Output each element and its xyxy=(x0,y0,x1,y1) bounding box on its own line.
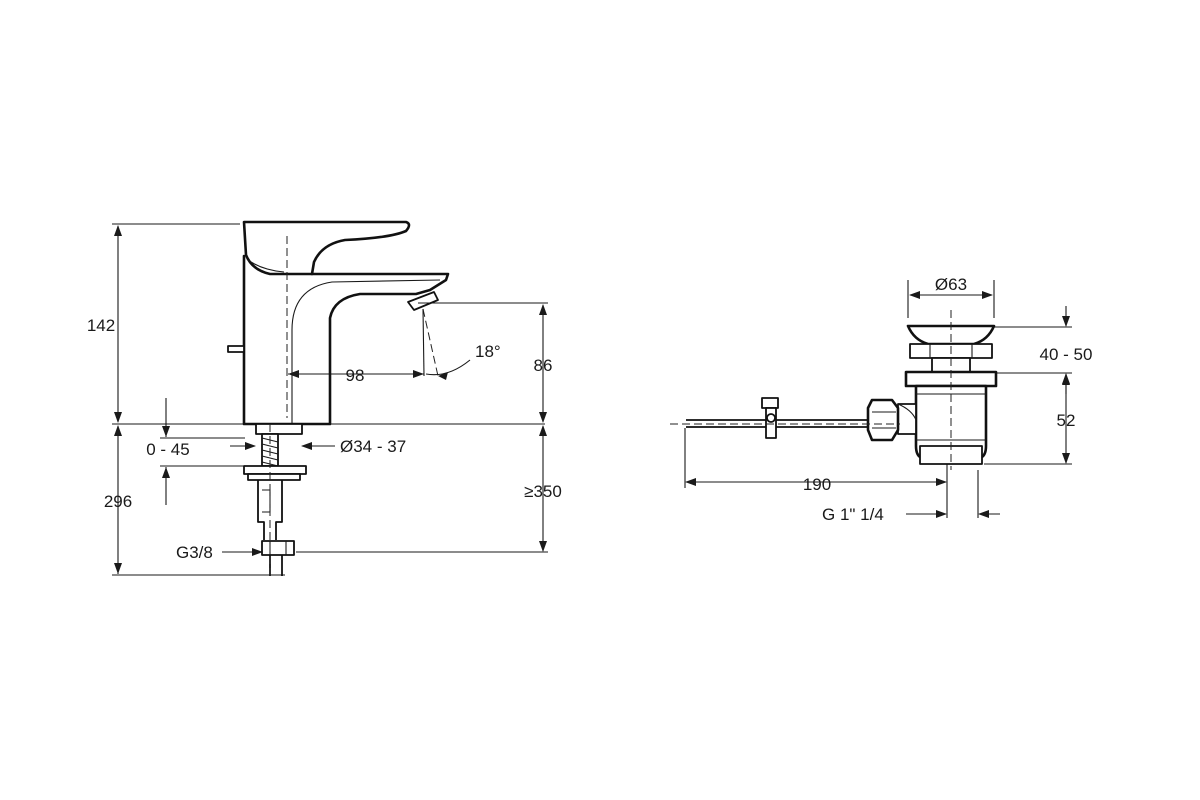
label-min-hose-length: ≥350 xyxy=(524,482,562,501)
label-outlet-thread: G 1" 1/4 xyxy=(822,505,884,524)
dim-spout-angle: 18° xyxy=(422,308,501,380)
label-hole-diameter: Ø34 - 37 xyxy=(340,437,406,456)
label-spout-angle: 18° xyxy=(475,342,501,361)
dim-inlet-thread: G3/8 xyxy=(176,543,263,562)
dim-spout-reach: 98 xyxy=(288,366,424,385)
dim-below-deck-length: 296 xyxy=(104,425,132,574)
faucet-mounting xyxy=(243,423,307,580)
label-inlet-thread: G3/8 xyxy=(176,543,213,562)
label-below-deck-length: 296 xyxy=(104,492,132,511)
label-spout-reach: 98 xyxy=(346,366,365,385)
dim-min-hose-length: ≥350 xyxy=(524,425,562,552)
label-cap-diameter: Ø63 xyxy=(935,275,967,294)
dim-cap-diameter: Ø63 xyxy=(909,275,993,299)
dim-rod-length: 190 xyxy=(685,475,947,494)
waste-assembly xyxy=(670,310,998,470)
label-rod-length: 190 xyxy=(803,475,831,494)
label-spout-height: 86 xyxy=(534,356,553,375)
label-cap-lift: 40 - 50 xyxy=(1040,345,1093,364)
label-deck-thickness: 0 - 45 xyxy=(146,440,189,459)
dim-total-height: 142 xyxy=(87,225,122,423)
waste-drawing: Ø63 40 - 50 52 190 xyxy=(670,275,1092,524)
dim-deck-thickness: 0 - 45 xyxy=(146,398,190,505)
dim-hole-diameter: Ø34 - 37 xyxy=(230,437,406,456)
label-body-height: 52 xyxy=(1057,411,1076,430)
faucet-extension-lines xyxy=(112,223,548,576)
faucet-drawing: 142 296 0 - 45 Ø34 - 37 xyxy=(87,220,562,580)
waste-extension-lines xyxy=(684,280,1072,518)
dim-spout-height: 86 xyxy=(534,304,553,423)
label-total-height: 142 xyxy=(87,316,115,335)
faucet-body xyxy=(227,220,450,426)
dim-body-height: 52 xyxy=(1057,374,1076,464)
dim-outlet-thread: G 1" 1/4 xyxy=(822,505,1000,524)
